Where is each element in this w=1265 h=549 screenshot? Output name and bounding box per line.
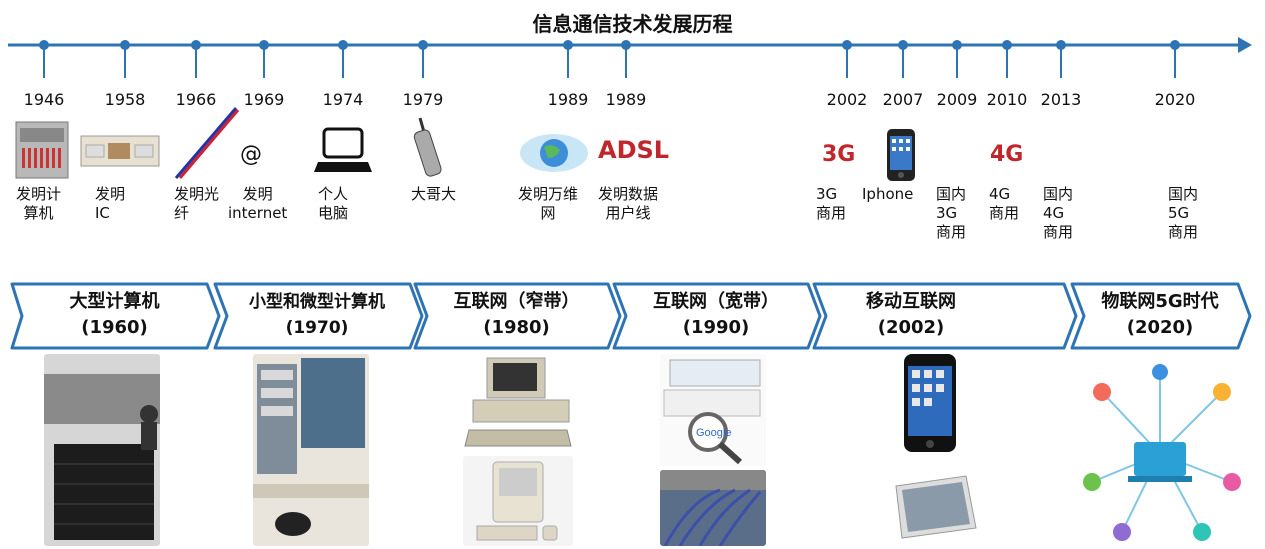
minicomputer-photo: [253, 354, 369, 546]
milestone-label: 3G 商用: [816, 185, 847, 222]
year-label: 2013: [1040, 90, 1082, 109]
milestone-label: 国内 3G 商用: [936, 185, 967, 241]
milestone-label: 国内 4G 商用: [1043, 185, 1074, 241]
year-label: 1989: [605, 90, 647, 109]
era-chevron-minicomputer: [213, 282, 424, 350]
milestone-label: 发明数据 用户线: [598, 185, 659, 222]
era-label: 移动互联网 (2002): [866, 291, 956, 338]
mainframe-computer-icon: [15, 121, 69, 179]
year-label: 1979: [402, 90, 444, 109]
tablet-photo: [895, 475, 977, 539]
network-cables-photo: [660, 470, 766, 546]
iot-network-illustration: [1072, 362, 1248, 548]
ibm-pc-photo: [463, 354, 573, 450]
era-chevron-mobile-internet: [812, 282, 1078, 350]
brick-phone-icon: [413, 117, 442, 177]
era-label: 小型和微型计算机 (1970): [249, 292, 385, 338]
smartphone-photo: [904, 354, 956, 452]
milestone-label: 个人 电脑: [318, 185, 349, 222]
4g-logo: 4G: [990, 142, 1024, 167]
year-label: 2010: [986, 90, 1028, 109]
era-label: 物联网5G时代 (2020): [1101, 291, 1219, 338]
milestone-label: 发明计 算机: [16, 185, 62, 222]
milestone-label: 发明 internet: [228, 185, 288, 222]
milestone-label: Iphone: [862, 185, 914, 203]
adsl-logo: ADSL: [598, 136, 670, 164]
laptop-icon: [314, 127, 372, 172]
globe-icon: [520, 134, 588, 172]
era-chevron-bar: [10, 282, 1252, 350]
era-chevron-internet-narrowband: [413, 282, 622, 350]
page-title: 信息通信技术发展历程: [532, 12, 733, 36]
year-label: 1969: [243, 90, 285, 109]
timeline-arrow-icon: [1238, 37, 1252, 53]
era-chevron-mainframe: [10, 282, 221, 350]
era-chevron-iot-5g: [1070, 282, 1252, 350]
milestone-label: 大哥大: [411, 185, 457, 203]
optical-fiber-icon: [174, 107, 240, 179]
macintosh-photo: [463, 456, 573, 546]
milestone-label: 4G 商用: [989, 185, 1020, 222]
era-label: 互联网（窄带） (1980): [453, 291, 580, 338]
year-label: 1989: [547, 90, 589, 109]
iphone-icon: [887, 129, 915, 181]
google-logo-text: Google: [696, 427, 731, 439]
era-chevron-internet-broadband: [612, 282, 822, 350]
milestone-label: 国内 5G 商用: [1168, 185, 1199, 241]
year-label: 1946: [23, 90, 65, 109]
milestone-label: 发明 IC: [95, 185, 126, 222]
timeline: [8, 37, 1252, 78]
year-label: 1958: [104, 90, 146, 109]
era-label: 互联网（宽带） (1990): [653, 291, 779, 338]
era-label: 大型计算机 (1960): [69, 291, 160, 338]
3g-logo: 3G: [822, 142, 856, 167]
milestone-label: 发明光 纤: [174, 185, 220, 222]
ic-chip-icon: [80, 135, 160, 167]
year-label: 2020: [1154, 90, 1196, 109]
year-label: 2009: [936, 90, 978, 109]
milestone-label: 发明万维 网: [518, 185, 579, 222]
year-label: 1966: [175, 90, 217, 109]
year-label: 2002: [826, 90, 868, 109]
year-label: 2007: [882, 90, 924, 109]
year-label: 1974: [322, 90, 364, 109]
at-sign-icon: @: [240, 142, 262, 167]
web-browser-photo: Google: [660, 354, 766, 466]
mainframe-room-photo: [44, 354, 160, 546]
